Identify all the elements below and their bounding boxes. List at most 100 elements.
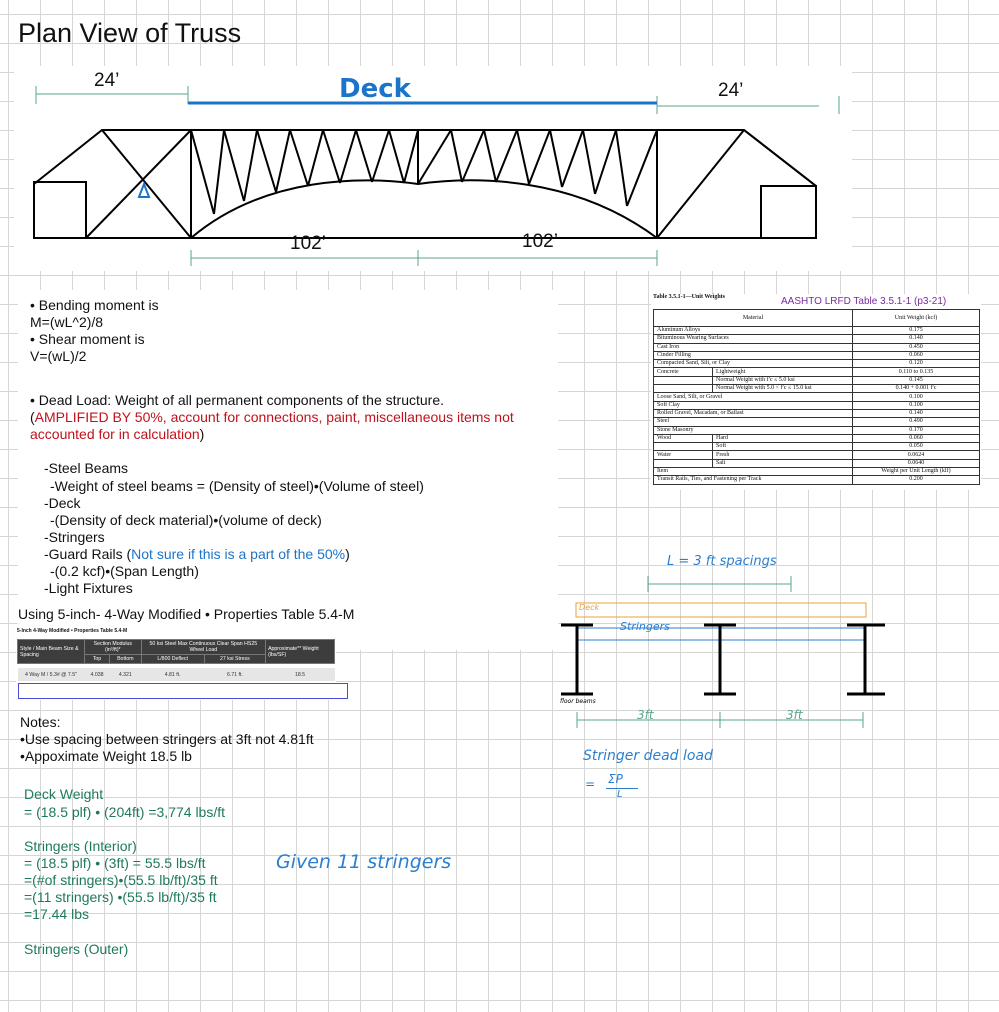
steel-beams-item: -Steel Beams: [44, 460, 129, 476]
header-top: Top: [83, 654, 111, 664]
aashto-cell-value: Weight per Unit Length (klf): [852, 467, 980, 477]
support-marker-icon: [137, 181, 151, 198]
cell-stress: 6.71 ft.: [204, 668, 266, 681]
aashto-cell-value: 0.175: [852, 325, 980, 336]
equals-sign: =: [585, 777, 596, 791]
given-stringers-note: Given 11 stringers: [276, 851, 452, 873]
formula-numerator: ΣP: [608, 772, 623, 786]
steel-weight-formula: -Weight of steel beams = (Density of ste…: [50, 478, 424, 494]
aashto-cell-material: [653, 458, 713, 469]
stringers-interior-line-4: =17.44 lbs: [24, 906, 89, 922]
notes-heading: Notes:: [20, 714, 61, 730]
aashto-cell-material: Rolled Gravel, Macadam, or Ballast: [653, 408, 853, 419]
stringer-dead-load-label: Stringer dead load: [583, 748, 713, 764]
header-section: Section Modulus (in³/ft)*: [84, 639, 142, 655]
aashto-cell-material: Water: [653, 450, 713, 460]
deck-weight-heading: Deck Weight: [24, 786, 104, 802]
stringers-sketch-label: Stringers: [620, 620, 670, 633]
aashto-cell-value: 0.100: [852, 400, 980, 410]
stringers-outer-heading: Stringers (Outer): [24, 941, 129, 957]
deck-sketch-label: Deck: [579, 603, 600, 612]
aashto-cell-material: Cast Iron: [653, 342, 853, 352]
stringers-interior-line-2: =(#of stringers)•(55.5 lb/ft)/35 ft: [24, 872, 218, 888]
shear-formula: V=(wL)/2: [30, 348, 87, 364]
cell-top: 4.038: [84, 668, 110, 681]
truss-drawing: [33, 86, 840, 266]
stringers-interior-line-1: = (18.5 plf) • (3ft) = 55.5 lbs/ft: [24, 855, 206, 871]
deck-weight-calc: = (18.5 plf) • (204ft) =3,774 lbs/ft: [24, 804, 226, 820]
aashto-cell-subtype: Hard: [712, 433, 853, 444]
using-line: Using 5-inch- 4-Way Modified • Propertie…: [18, 606, 355, 622]
aashto-cell-material: [653, 384, 713, 394]
aashto-unit-weights-table: Table 3.5.1-1—Unit Weights AASHTO LRFD T…: [651, 294, 981, 490]
aashto-cell-value: 0.100: [852, 392, 980, 402]
aashto-cell-material: Bituminous Wearing Surfaces: [653, 334, 853, 344]
aashto-cell-value: 0.0640: [852, 458, 980, 469]
notes-line-1: •Use spacing between stringers at 3ft no…: [20, 731, 314, 747]
aashto-cell-value: 0.450: [852, 342, 980, 352]
aashto-cell-value: 0.110 to 0.135: [852, 367, 980, 377]
cell-style: 4 Way M / 5.3# @ 7.5": [17, 668, 85, 681]
truss-sketch: 24’ Deck 24’ 102’ 102’: [14, 66, 852, 271]
aashto-cell-material: Concrete: [653, 367, 713, 377]
header-deflect: L/800 Deflect: [140, 654, 205, 664]
aashto-cell-material: Item: [653, 467, 853, 477]
aashto-cell-value: 0.050: [852, 442, 980, 452]
deck-table: Style / Main Beam Size & Spacing Section…: [17, 639, 335, 681]
aashto-cell-material: Stone Masonry: [653, 425, 853, 435]
bending-formula: M=(wL^2)/8: [30, 314, 104, 330]
aashto-reference: AASHTO LRFD Table 3.5.1-1 (p3-21): [781, 296, 947, 307]
spacing-dimension: [576, 576, 864, 728]
aashto-cell-value: 0.170: [852, 425, 980, 435]
notes-panel: [18, 290, 558, 650]
aashto-cell-material: Compacted Sand, Silt, or Clay: [653, 359, 853, 369]
aashto-cell-material: Cinder Filling: [653, 350, 853, 361]
stringers-interior-heading: Stringers (Interior): [24, 838, 137, 854]
formula-denominator: L: [617, 789, 623, 800]
table-row: 4 Way M / 5.3# @ 7.5" 4.038 4.321 4.81 f…: [17, 668, 335, 681]
aashto-cell-subtype: Normal Weight with 5.0 < f′c ≤ 15.0 ksi: [712, 384, 853, 394]
left-span-label: 102’: [290, 233, 326, 254]
aashto-cell-subtype: Lightweight: [712, 367, 853, 377]
deck-table-caption: 5-Inch 4-Way Modified • Properties Table…: [17, 628, 128, 634]
deck-formula: -(Density of deck material)•(volume of d…: [50, 512, 322, 528]
deck-outline: [575, 602, 867, 618]
row-highlight: [18, 683, 348, 699]
guard-rails-item: -Guard Rails (Not sure if this is a part…: [44, 546, 350, 562]
aashto-cell-subtype: Salt: [712, 458, 853, 469]
stringers-interior-line-3: =(11 stringers) •(55.5 lb/ft)/35 ft: [24, 889, 217, 905]
floor-beams: [561, 623, 885, 696]
header-bottom: Bottom: [109, 654, 142, 664]
header-style: Style / Main Beam Size & Spacing: [17, 639, 85, 664]
aashto-cell-subtype: Soft: [712, 442, 853, 452]
floor-beams-label: floor beams: [560, 698, 596, 705]
deck-label: Deck: [339, 74, 411, 104]
aashto-cell-value: 0.490: [852, 417, 980, 427]
stringer-drawing: [561, 576, 885, 728]
fraction-bar: [606, 788, 638, 789]
aashto-header-material: Material: [653, 309, 853, 327]
top-dimension-lines: [35, 86, 840, 266]
spacing-dim-1: 3ft: [637, 708, 654, 722]
header-span: 50 ksi Steel Max Continuous Clear Span H…: [140, 639, 267, 655]
notes-line-2: •Appoximate Weight 18.5 lb: [20, 748, 192, 764]
right-span-label: 102’: [522, 231, 558, 252]
aashto-table: Material Unit Weight (kcf) Aluminum Allo…: [653, 309, 980, 485]
header-weight: Approximate** Weight (lbs/SF): [265, 639, 335, 664]
stringers-item: -Stringers: [44, 529, 105, 545]
aashto-cell-material: Soft Clay: [653, 400, 853, 410]
deck-properties-table: 5-Inch 4-Way Modified • Properties Table…: [16, 628, 348, 700]
spacing-note: L = 3 ft spacings: [667, 554, 777, 569]
stringer-sketch: L = 3 ft spacings Deck Stringers floor b…: [555, 548, 895, 808]
aashto-cell-value: 0.0624: [852, 450, 980, 460]
aashto-cell-material: Steel: [653, 417, 853, 427]
